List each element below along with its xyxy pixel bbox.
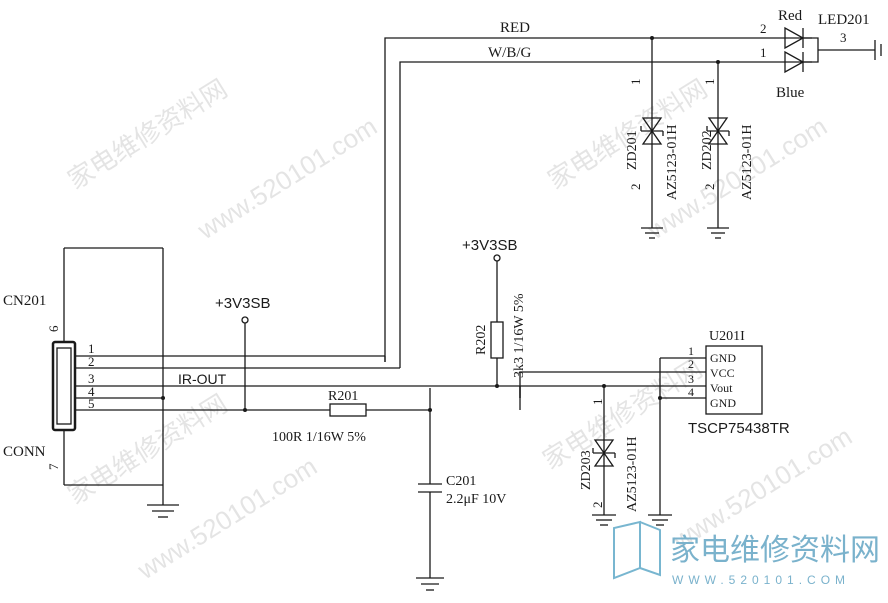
- zd202-part: AZ5123-01H: [740, 125, 755, 200]
- led-pin3: 3: [840, 30, 847, 45]
- u201-pin4-name: GND: [710, 396, 736, 410]
- watermark-logo: [613, 520, 661, 580]
- watermark-url: www.520101.com: [191, 111, 382, 246]
- wbg-wire-label: W/B/G: [488, 45, 531, 61]
- cn-pin7: 7: [46, 463, 61, 470]
- cn-pin6: 6: [46, 325, 61, 332]
- zd202-diode: [706, 60, 730, 239]
- vcc-left-terminal: [241, 316, 249, 324]
- r202-ref: R202: [474, 325, 489, 355]
- u201-pin2-name: VCC: [710, 366, 735, 380]
- cn201-connector: [51, 247, 179, 518]
- led-ref: LED201: [818, 12, 870, 28]
- led-red-label: Red: [778, 8, 803, 24]
- zd201-diode: [640, 36, 664, 239]
- zd203-pin2: 2: [590, 502, 605, 509]
- conn-pin2: 2: [88, 354, 95, 369]
- conn-label: CONN: [3, 444, 46, 460]
- watermark-url: www.520101.com: [131, 451, 322, 586]
- zd202-pin1: 1: [702, 79, 717, 86]
- c201-ref: C201: [446, 474, 476, 489]
- zd203-ref: ZD203: [579, 450, 594, 490]
- zd201-ref: ZD201: [625, 130, 640, 170]
- r202-value: 3k3 1/16W 5%: [512, 293, 527, 378]
- vcc-left-label: +3V3SB: [215, 295, 270, 312]
- conn-pin3: 3: [88, 371, 95, 386]
- zd201-pin1: 1: [628, 79, 643, 86]
- u201-ir-receiver: [520, 345, 763, 526]
- u201-pin2: 2: [688, 357, 694, 371]
- conn-pin5: 5: [88, 396, 95, 411]
- vcc-right-label: +3V3SB: [462, 237, 517, 254]
- zd202-ref: ZD202: [700, 130, 715, 170]
- c201-capacitor: [416, 483, 444, 591]
- zd203-part: AZ5123-01H: [625, 437, 640, 512]
- u201-pin1: 1: [688, 344, 694, 358]
- zd203-pin1: 1: [590, 399, 605, 406]
- logo-cn-text: 家电维修资料网: [670, 534, 880, 567]
- red-wire-label: RED: [500, 20, 530, 36]
- u201-pin3: 3: [688, 372, 694, 386]
- vcc-right-terminal: [493, 254, 501, 262]
- zd201-pin2: 2: [628, 184, 643, 191]
- u201-pin3-name: Vout: [710, 381, 733, 395]
- conn-pin1: 1: [88, 341, 95, 356]
- zd203-diode: [592, 384, 616, 526]
- led-blue-label: Blue: [776, 85, 805, 101]
- zd202-pin2: 2: [702, 184, 717, 191]
- r202-resistor: [490, 321, 504, 359]
- watermark-cn: 家电维修资料网: [62, 73, 232, 195]
- ir-out-label: IR-OUT: [178, 371, 227, 387]
- r201-ref: R201: [328, 389, 358, 404]
- led-pin1: 1: [760, 45, 767, 60]
- led201: [784, 26, 882, 74]
- u201-pin1-name: GND: [710, 351, 736, 365]
- zd201-part: AZ5123-01H: [665, 125, 680, 200]
- wbg-wire: [399, 61, 812, 368]
- u201-part: TSCP75438TR: [688, 420, 790, 437]
- u201-ref: U201I: [709, 329, 745, 344]
- u201-pin4: 4: [688, 385, 694, 399]
- cn201-ref: CN201: [3, 293, 46, 309]
- r201-resistor: [329, 388, 432, 484]
- r201-value: 100R 1/16W 5%: [272, 430, 366, 445]
- logo-url-text: WWW.520101.COM: [672, 573, 850, 587]
- led-pin2: 2: [760, 21, 767, 36]
- c201-value: 2.2μF 10V: [446, 492, 506, 507]
- red-wire: [384, 37, 812, 362]
- conn-pin4: 4: [88, 384, 95, 399]
